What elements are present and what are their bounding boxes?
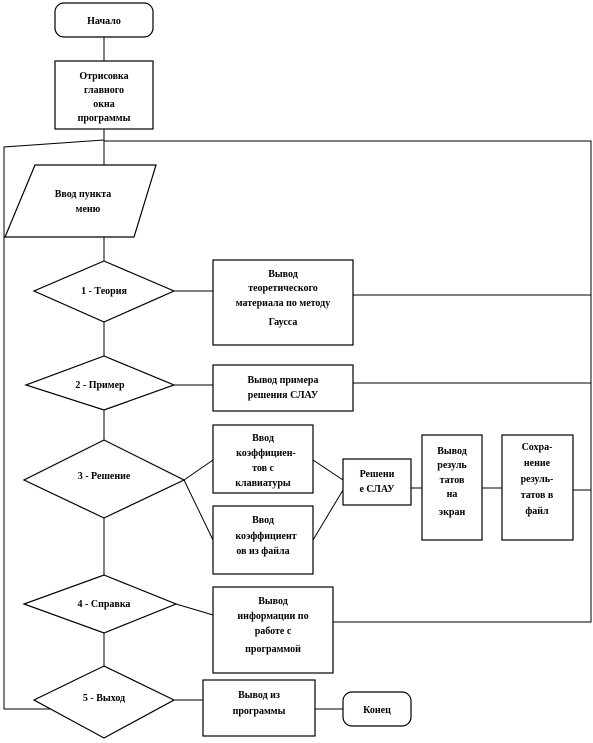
output-help-line: информации по xyxy=(237,611,308,622)
input-menu-line: меню xyxy=(76,204,101,215)
decision-theory-label: 1 - Теория xyxy=(81,286,127,297)
output-screen-line: на xyxy=(447,489,458,500)
decision-solution: 3 - Решение xyxy=(22,439,186,519)
start-label: Начало xyxy=(87,16,121,27)
decision-exit: 5 - Выход xyxy=(32,665,176,739)
input-file-line: ов из файла xyxy=(236,546,289,557)
output-theory-block: Вывод теоретического материала по методу… xyxy=(212,259,354,346)
decision-solution-label: 3 - Решение xyxy=(78,471,131,482)
output-help-line: Вывод xyxy=(258,596,288,607)
connectors xyxy=(3,37,592,710)
input-menu-line: Ввод пункта xyxy=(55,189,112,200)
input-keyboard-line: коэффициен- xyxy=(236,448,296,459)
output-help-line: работе с xyxy=(255,626,292,637)
output-screen-line: экран xyxy=(439,507,466,518)
decision-example-label: 2 - Пример xyxy=(75,380,125,391)
save-file-line: файл xyxy=(525,506,549,517)
output-screen-line: Вывод xyxy=(437,446,467,457)
input-keyboard-line: Ввод xyxy=(252,433,274,444)
output-example-line: Вывод примера xyxy=(248,375,319,386)
draw-main-line: Отрисовка xyxy=(79,71,128,82)
solve-system-block: Решени е СЛАУ xyxy=(342,458,412,506)
output-screen-line: татов xyxy=(440,475,465,486)
input-menu-item-block: Ввод пункта меню xyxy=(4,164,157,238)
draw-main-line: программы xyxy=(78,113,131,124)
output-theory-line: Вывод xyxy=(268,269,298,280)
input-keyboard-block: Ввод коэффициен- тов с клавиатуры xyxy=(212,424,314,494)
solve-system-line: Решени xyxy=(360,469,395,480)
decision-theory: 1 - Теория xyxy=(32,260,176,323)
decision-help-label: 4 - Справка xyxy=(78,599,131,610)
output-theory-line: Гаусса xyxy=(269,317,298,328)
draw-main-line: окна xyxy=(93,99,115,110)
decision-example: 2 - Пример xyxy=(24,355,176,411)
output-screen-block: Вывод резуль татов на экран xyxy=(421,434,483,541)
save-file-line: Сохра- xyxy=(522,442,553,453)
output-theory-line: теоретического xyxy=(248,283,318,294)
input-file-line: Ввод xyxy=(252,515,274,526)
output-theory-line: материала по методу xyxy=(236,298,330,309)
draw-main-window-block: Отрисовка главного окна программы xyxy=(54,60,154,130)
output-help-block: Вывод информации по работе с программой xyxy=(212,586,334,674)
start-terminator: Начало xyxy=(54,2,154,38)
output-screen-line: резуль xyxy=(437,460,467,471)
output-exit-line: Вывод из xyxy=(238,690,280,701)
solve-system-line: е СЛАУ xyxy=(359,484,395,495)
save-file-line: татов в xyxy=(521,490,554,501)
end-terminator: Конец xyxy=(342,691,412,727)
end-label: Конец xyxy=(363,705,391,716)
save-file-line: резуль- xyxy=(521,474,554,485)
decision-exit-label: 5 - Выход xyxy=(83,693,125,704)
draw-main-line: главного xyxy=(84,85,124,96)
input-keyboard-line: клавиатуры xyxy=(235,478,291,489)
decision-help: 4 - Справка xyxy=(22,574,178,634)
output-exit-line: программы xyxy=(233,706,286,717)
save-file-line: нение xyxy=(524,458,551,469)
input-keyboard-line: тов с xyxy=(252,463,274,474)
input-file-line: коэффициент xyxy=(235,531,296,542)
output-example-line: решения СЛАУ xyxy=(248,390,319,401)
save-file-block: Сохра- нение резуль- татов в файл xyxy=(501,434,574,541)
output-exit-block: Вывод из программы xyxy=(202,679,316,737)
input-file-block: Ввод коэффициент ов из файла xyxy=(212,505,314,575)
output-example-block: Вывод примера решения СЛАУ xyxy=(212,364,354,412)
output-help-line: программой xyxy=(245,644,301,655)
